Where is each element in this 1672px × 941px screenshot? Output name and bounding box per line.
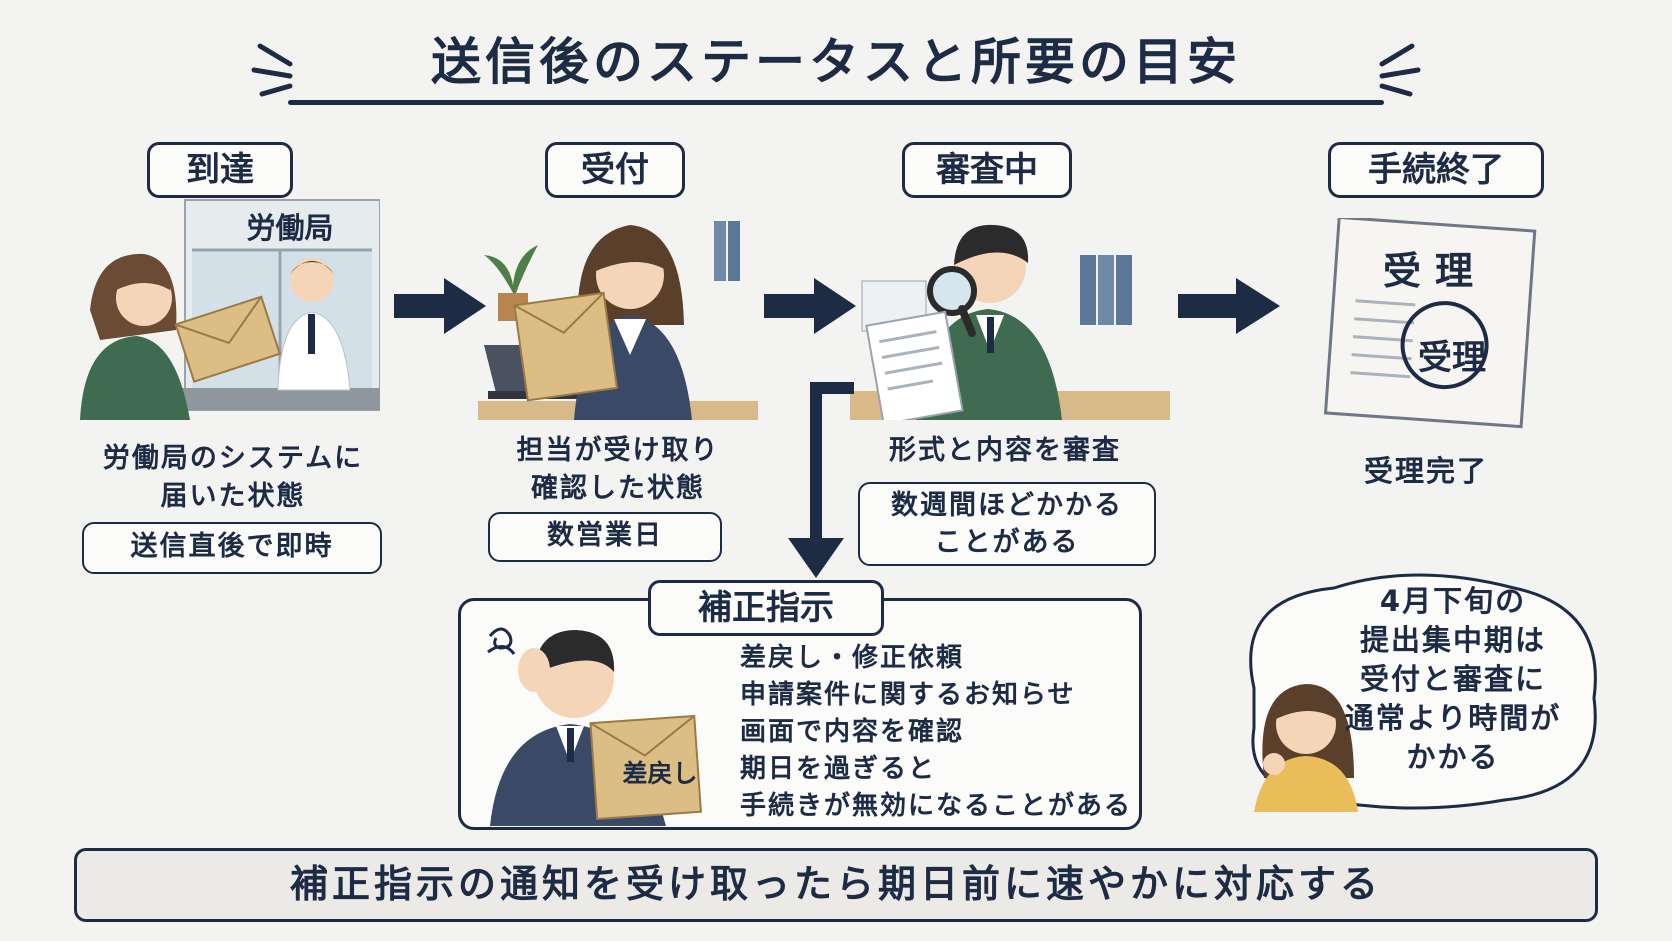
document-title: 受理 <box>1382 249 1487 293</box>
note-line: 提出集中期は <box>1359 623 1546 657</box>
bottom-message: 補正指示の通知を受け取ったら期日前に速やかに対応する <box>74 848 1598 922</box>
note-line: 受付と審査に <box>1359 662 1546 696</box>
arrival-description: 労働局のシステムに 届いた状態 <box>68 440 398 516</box>
note-speech-bubble <box>1249 573 1597 812</box>
reception-desc-line1: 担当が受け取り <box>516 435 720 466</box>
note-text: 4月下旬の 提出集中期は 受付と審査に 通常より時間が かかる <box>1330 582 1576 777</box>
acceptance-document-icon <box>1323 218 1537 429</box>
left-sparkle-icon <box>251 43 293 97</box>
review-description: 形式と内容を審査 <box>889 435 1121 466</box>
step-reception-label: 受付 <box>545 142 685 198</box>
worried-man-illustration <box>487 627 702 826</box>
title-underline <box>288 100 1384 105</box>
step-completion-label: 手続終了 <box>1328 142 1544 198</box>
arrival-desc-line2: 届いた状態 <box>160 481 306 512</box>
reception-staff-illustration <box>478 221 758 420</box>
page-title: 送信後のステータスと所要の目安 <box>431 33 1241 91</box>
step-arrival-label: 到達 <box>147 142 293 198</box>
completion-description: 受理完了 <box>1363 454 1488 488</box>
review-staff-illustration <box>850 224 1170 420</box>
correction-label: 補正指示 <box>648 580 884 636</box>
arrival-time-badge: 送信直後で即時 <box>82 522 382 574</box>
note-line: 4月下旬の <box>1379 584 1527 618</box>
right-sparkle-icon <box>1379 43 1421 97</box>
arrival-desc-line1: 労働局のシステムに <box>102 443 364 474</box>
arrow-right-icon <box>764 278 856 334</box>
review-time-line2: ことがある <box>934 527 1080 558</box>
arrival-counter-illustration <box>80 199 380 420</box>
reception-time-badge: 数営業日 <box>488 512 722 562</box>
arrow-right-icon <box>1178 278 1280 334</box>
correction-line: 申請案件に関するお知らせ <box>740 680 1076 710</box>
arrow-right-icon <box>394 278 486 334</box>
envelope-return-label: 差戻し <box>622 759 698 788</box>
correction-details: 差戻し・修正依頼 申請案件に関するお知らせ 画面で内容を確認 期日を過ぎると 手… <box>740 640 1132 825</box>
note-line: 通常より時間が <box>1344 701 1562 735</box>
step-review-label: 審査中 <box>902 142 1072 198</box>
correction-line: 差戻し・修正依頼 <box>740 643 965 673</box>
note-line: かかる <box>1406 740 1500 774</box>
correction-line: 期日を過ぎると <box>740 754 937 784</box>
correction-line: 手続きが無効になることがある <box>740 791 1133 821</box>
labor-bureau-sign: 労働局 <box>246 211 334 245</box>
arrow-down-branch-icon <box>788 382 854 578</box>
reception-desc-line2: 確認した状態 <box>531 473 705 504</box>
correction-line: 画面で内容を確認 <box>740 717 965 747</box>
review-time-badge: 数週間ほどかかる ことがある <box>858 482 1156 566</box>
reception-description: 担当が受け取り 確認した状態 <box>478 432 758 508</box>
review-time-line1: 数週間ほどかかる <box>891 490 1123 521</box>
acceptance-stamp: 受理 <box>1418 338 1486 378</box>
